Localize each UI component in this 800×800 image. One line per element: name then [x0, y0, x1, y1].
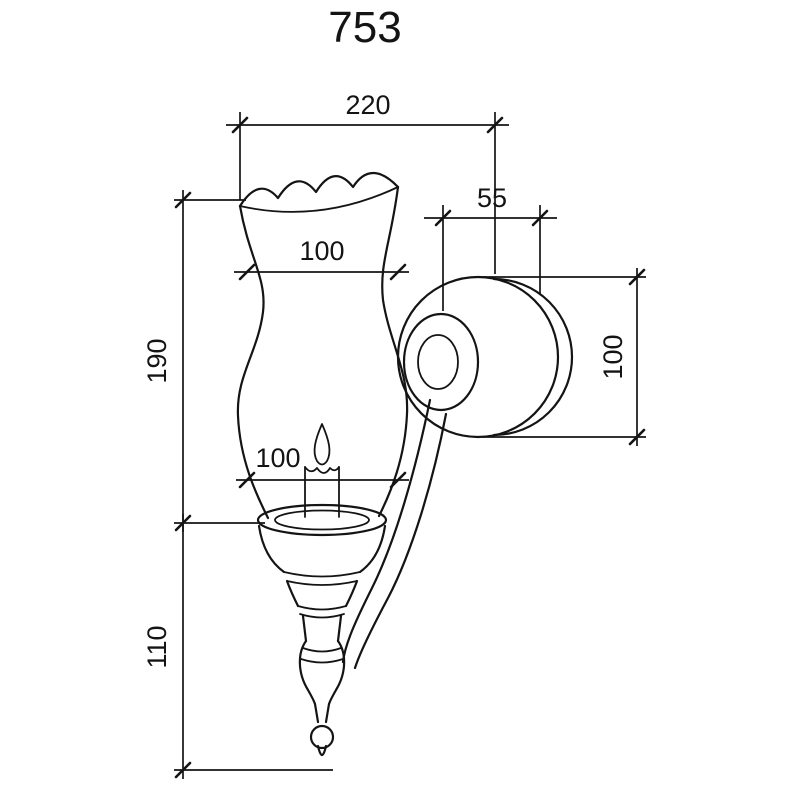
shade-right-profile — [377, 185, 409, 518]
backplate-outline — [396, 275, 560, 439]
dim-label-lower-height: 110 — [142, 625, 172, 668]
finial — [298, 614, 346, 757]
finial-neck-left — [301, 614, 308, 643]
finial-neck-right — [336, 614, 343, 643]
shade-rim-back-edge — [239, 186, 399, 213]
model-number-label: 753 — [328, 3, 401, 52]
candle-flame — [313, 423, 331, 466]
finial-taper-left — [313, 702, 320, 724]
dimension-bracket-depth: 55 — [424, 183, 557, 311]
dimension-overall-width: 220 — [226, 90, 509, 274]
dim-label-bracket-depth: 55 — [477, 183, 507, 213]
hub-inner — [417, 334, 459, 390]
candle-wax-drips — [304, 466, 340, 474]
dim-label-overall-width: 220 — [345, 90, 390, 120]
cup-band-1 — [283, 571, 361, 578]
cup-taper-right — [344, 579, 359, 608]
dimension-shade-opening: 100 — [234, 236, 409, 281]
dimension-shade-width-mid: 100 — [236, 443, 409, 489]
cup-ring-2 — [299, 613, 345, 619]
dim-label-shade-opening: 100 — [299, 236, 344, 266]
dim-label-backplate-diameter: 100 — [598, 334, 628, 379]
candle-cup — [256, 503, 388, 619]
cup-rim-outer — [256, 503, 388, 537]
arm-outer-curve — [341, 398, 432, 664]
finial-ball — [309, 724, 335, 750]
finial-ring-1 — [302, 647, 342, 653]
candle — [304, 423, 340, 518]
finial-taper-right — [324, 702, 331, 724]
hub-outer — [402, 312, 480, 412]
finial-bulb-right — [327, 639, 346, 706]
cup-ring-1 — [297, 605, 347, 611]
cup-taper-left — [285, 579, 300, 608]
finial-bulb-left — [298, 639, 317, 706]
backplate-thickness-edge — [492, 277, 574, 437]
cup-rim-inner — [274, 509, 370, 531]
cup-bowl-right — [358, 524, 387, 574]
dimension-upper-height: 190 — [142, 190, 265, 532]
mounting-arm — [341, 398, 448, 670]
cup-bowl-left — [257, 524, 286, 574]
dim-label-upper-height: 190 — [142, 338, 172, 383]
wall-backplate — [396, 275, 574, 439]
finial-ring-2 — [300, 658, 344, 664]
dimension-backplate-diameter: 100 — [482, 268, 646, 446]
dim-label-shade-width-mid: 100 — [255, 443, 300, 473]
dimension-lower-height: 110 — [142, 514, 333, 779]
shade-scalloped-rim — [238, 171, 400, 208]
finial-tip — [316, 744, 328, 757]
shade-left-profile — [236, 204, 270, 520]
arm-inner-curve — [353, 412, 448, 670]
cup-band-2 — [286, 580, 358, 586]
